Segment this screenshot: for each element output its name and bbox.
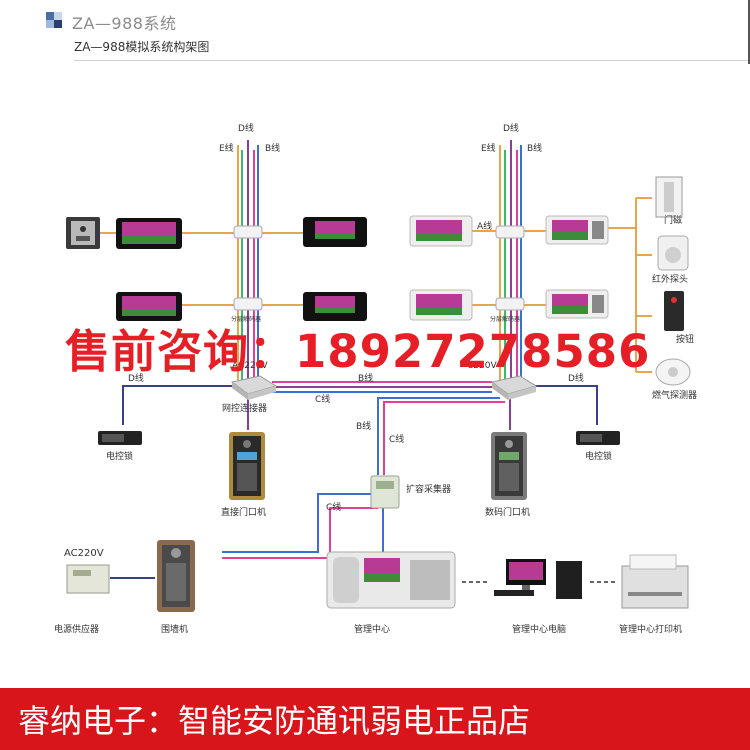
b-line-label-left: B线 [265,142,280,154]
indoor-monitor [546,290,608,318]
d-line-label-left: D线 [238,122,254,134]
c-line-label-trunk: C线 [315,393,330,405]
gas-detector-label: 燃气探测器 [652,389,697,401]
printer-icon [622,555,688,608]
lock-icon [576,431,620,445]
computer-icon [494,559,582,599]
mgmt-printer-label: 管理中心打印机 [619,623,682,635]
e-line-label-right: E线 [481,142,496,154]
power-supply-label: 电源供应器 [54,623,99,635]
door-magnet-label: 门磁 [664,214,682,226]
a-line-label: A线 [477,220,492,232]
digital-door-station [491,432,527,500]
network-connector-label: 网控连接器 [222,402,267,414]
splitter-block [496,298,524,310]
splitter-block [234,298,262,310]
c-line-label-vertical: C线 [389,433,404,445]
ir-detector-label: 红外探头 [652,273,688,285]
e-line-label-left: E线 [219,142,234,154]
b-line-label-vertical: B线 [356,420,371,432]
management-center-console [327,552,455,608]
lock-icon [98,431,142,445]
indoor-monitor [116,218,182,249]
direct-door-station [229,432,265,500]
outdoor-camera-panel [66,217,100,249]
lock-label-left: 电控锁 [106,450,133,462]
footer-store-name: 睿纳电子：智能安防通讯弱电正品店 [18,696,530,742]
indoor-monitor [546,216,608,244]
b-line-label-right: B线 [527,142,542,154]
splitter-block [496,226,524,238]
ac220v-label: AC220V [64,548,104,559]
gas-detector-icon [656,359,690,385]
infrared-detector-icon [658,236,688,270]
expansion-collector [371,476,399,508]
emergency-button-label: 按钮 [676,333,694,345]
direct-door-label: 直接门口机 [221,506,266,518]
door-magnet-icon [656,177,682,217]
wall-unit [157,540,195,612]
expansion-label: 扩容采集器 [406,483,451,495]
c-line-label-lower: C线 [326,501,341,513]
management-center-label: 管理中心 [354,623,390,635]
splitter-block [234,226,262,238]
power-supply-unit [67,565,109,593]
footer-banner: 睿纳电子：智能安防通讯弱电正品店 [0,688,750,750]
presales-phone-overlay: 售前咨询：18927278586 [65,315,650,380]
lock-label-right: 电控锁 [585,450,612,462]
emergency-button-icon [664,291,684,331]
indoor-monitor [303,217,367,247]
wall-unit-label: 围墙机 [161,623,188,635]
logo-icon [46,12,62,28]
digital-door-label: 数码门口机 [485,506,530,518]
mgmt-computer-label: 管理中心电脑 [512,623,566,635]
d-line-label-right: D线 [503,122,519,134]
indoor-monitor [410,216,472,246]
